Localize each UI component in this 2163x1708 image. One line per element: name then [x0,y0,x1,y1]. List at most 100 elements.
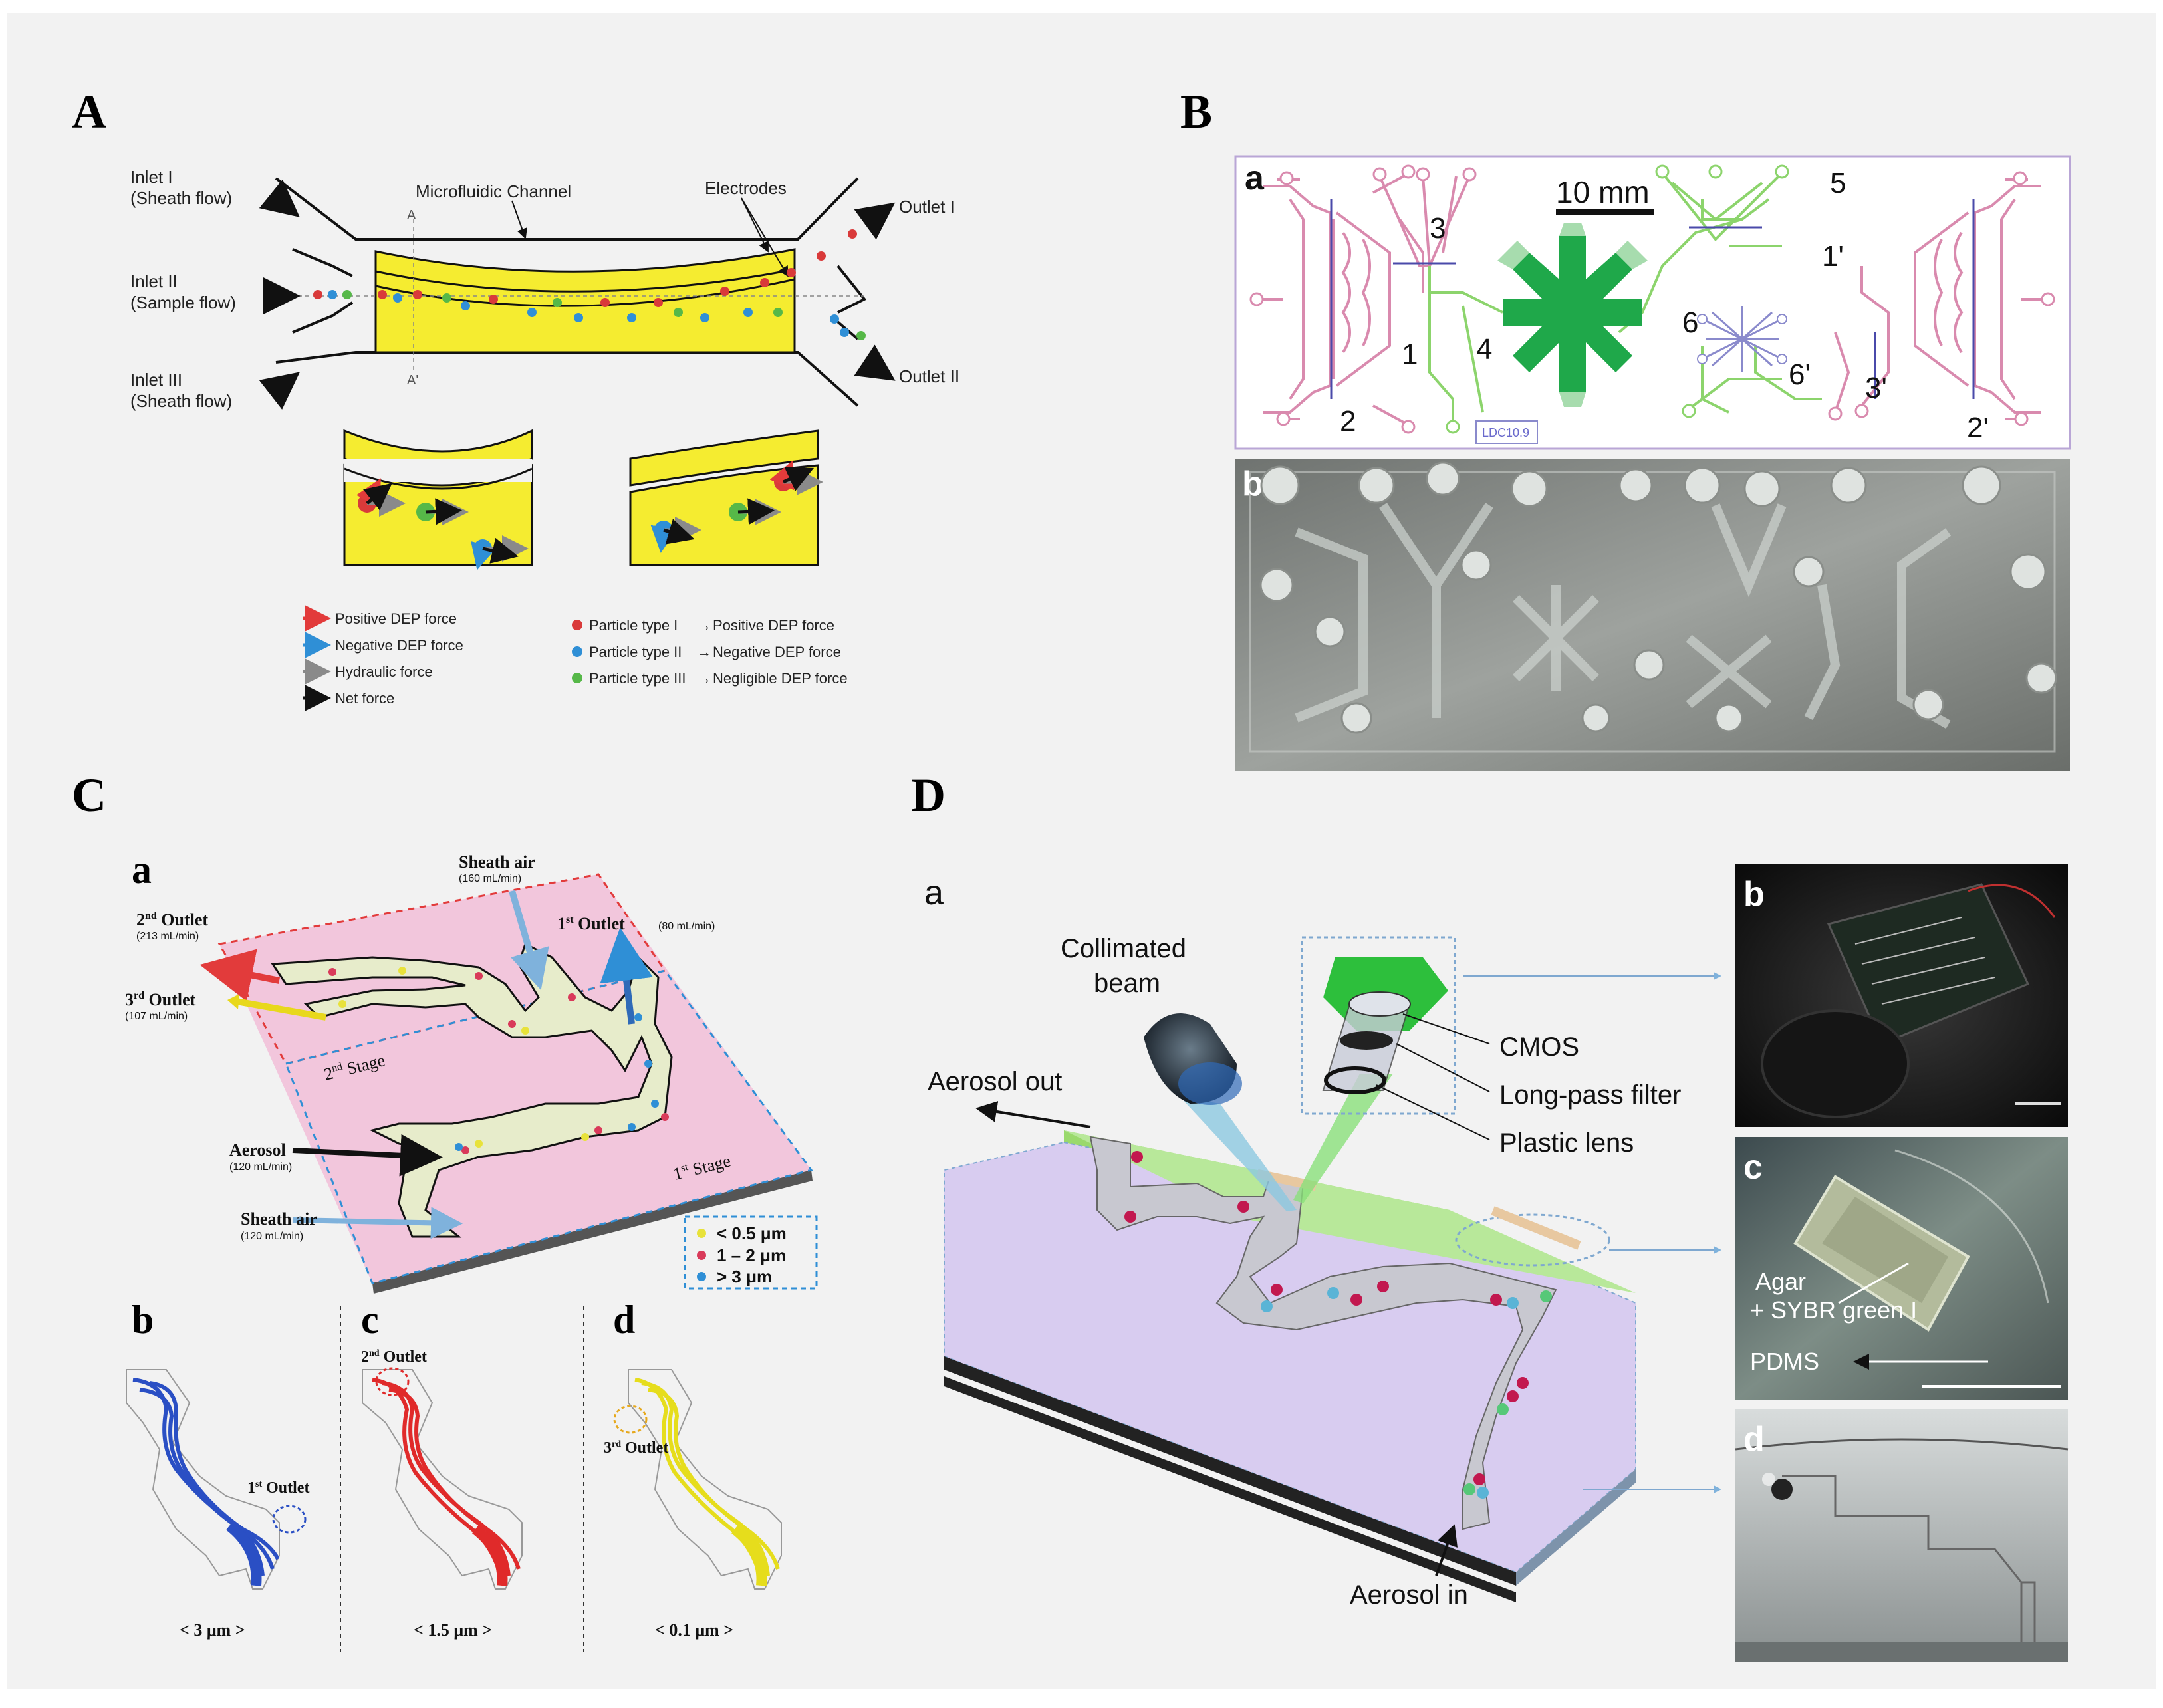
label-2p: 2' [1967,412,1989,444]
outlet1-label: Outlet I [899,197,955,217]
legend-negative-dep: Negative DEP force [335,637,463,654]
panel-c-sub-c: c [361,1298,379,1342]
inlet3-label: Inlet III [130,370,182,390]
size-legend-small: < 0.5 μm [717,1223,787,1243]
emission-path [1293,1074,1393,1203]
optics-box [1301,936,1456,1115]
electrode-top [374,248,796,293]
outlet-3-arrow [232,997,326,1021]
cross-section-left [343,429,533,570]
detection-zone [1455,1213,1610,1267]
filter-lens-stack [1322,991,1411,1094]
panel-d-sub-a: a [924,874,944,912]
panel-d-sub-d: d [1743,1420,1765,1459]
panel-b-sub-a: a [1245,159,1265,197]
chip-top-green [1064,1130,1636,1293]
b-outlet-label: 1st Outlet [247,1479,309,1497]
panel-letter-a: A [72,85,106,138]
panel-letter-d: D [911,769,946,822]
right-pink-module [1834,178,2055,420]
pdms-label: PDMS [1750,1348,1819,1375]
section-label-bottom: A' [407,373,418,388]
inlet3-sublabel: (Sheath flow) [130,391,232,411]
outlet-marker-b [272,1505,307,1534]
electrodes-pointer-2 [741,197,789,277]
panel-letter-c: C [72,769,106,822]
label-1: 1 [1402,338,1418,371]
label-5: 5 [1830,167,1846,199]
panel-c: C a Sheath air (160 mL/min) 2nd Outlet [72,769,818,1652]
panel-c-sub-a: a [132,848,152,892]
panel-a: A Inlet I (Sheath flow) Inlet II (Sample… [72,85,959,711]
sybr-label: + SYBR green I [1750,1296,1917,1324]
legend-particle-1: Particle type I [589,617,678,634]
left-pink-ports [1249,164,1416,434]
force-legend: Positive DEP force Negative DEP force Hy… [303,605,463,711]
channel-pointer [511,200,527,239]
inlet2-sublabel: (Sample flow) [130,293,236,312]
collimated-beam-label-2: beam [1094,969,1160,998]
outlet-1-flow: (80 mL/min) [658,921,715,932]
label-4: 4 [1476,333,1492,366]
label-6p: 6' [1789,358,1811,391]
aerosol-arrow [292,1134,443,1177]
trajectory-b [132,1378,280,1586]
c-size-label: < 1.5 μm > [414,1620,492,1640]
scale-bar [1556,209,1654,215]
aerosol-label: Aerosol [229,1140,286,1159]
sorting-particles [328,967,669,1154]
outlet-2-label: 2nd Outlet [136,910,208,929]
legend-hydraulic: Hydraulic force [335,664,433,680]
electrodes-label: Electrodes [705,178,787,198]
sheath-air-bottom-arrow [292,1207,463,1239]
inlet2-label: Inlet II [130,271,178,291]
trajectory-d [634,1378,780,1586]
chip-particles [1124,1151,1552,1499]
chip-id-label: LDC10.9 [1482,426,1529,439]
panel-d-sub-c: c [1743,1148,1763,1187]
outlet-marker-c [375,1367,410,1396]
panel-c-sub-d: d [613,1298,635,1342]
sheath-air-top-flow: (160 mL/min) [459,873,521,884]
label-1p: 1' [1822,240,1844,273]
panel-d: D a [911,769,2069,1662]
green-interconnect [1428,172,1822,426]
blue-star-module [1702,306,1783,372]
svg-text:→: → [697,670,711,687]
collimated-beam-path [1180,1097,1297,1211]
trajectory-c [372,1378,521,1586]
legend-particle-1-effect: Positive DEP force [713,617,834,634]
agar-label: Agar [1755,1268,1806,1295]
outlet-1-arrow [600,927,653,1025]
chip-layout-frame [1234,155,2071,450]
legend-particle-2: Particle type II [589,644,682,660]
label-6: 6 [1682,306,1698,339]
legend-particle-3: Particle type III [589,670,686,687]
aerosol-out-arrow [975,1101,1091,1128]
electrodes-pointer-1 [741,197,769,253]
outlet-2-arrow [199,949,280,1001]
panel-b: B a [1180,85,2071,771]
channel-label: Microfluidic Channel [416,182,571,201]
outlet-marker-d [613,1405,648,1434]
plastic-lens-label: Plastic lens [1499,1128,1634,1158]
cmos-label: CMOS [1499,1033,1579,1062]
top-v-channel [1378,176,1471,267]
label-2: 2 [1340,405,1356,437]
outlet-3-flow: (107 mL/min) [125,1011,188,1022]
inlet1-label: Inlet I [130,167,173,187]
legend-particle-2-effect: Negative DEP force [713,644,841,660]
scale-bar-label: 10 mm [1556,175,1650,209]
c-outlet-label: 2nd Outlet [361,1348,427,1366]
aerosol-in-label: Aerosol in [1350,1580,1468,1610]
chip-photo-ports [1259,461,2057,734]
cross-section-right [629,429,823,566]
outlet-2-flow: (213 mL/min) [136,931,199,942]
section-label-top: A [407,208,416,223]
sheath-air-top-label: Sheath air [459,852,535,872]
sheath-air-bottom-flow: (120 mL/min) [241,1231,303,1242]
d-size-label: < 0.1 μm > [655,1620,733,1640]
svg-text:→: → [697,644,711,660]
panel-letter-b: B [1180,85,1212,138]
